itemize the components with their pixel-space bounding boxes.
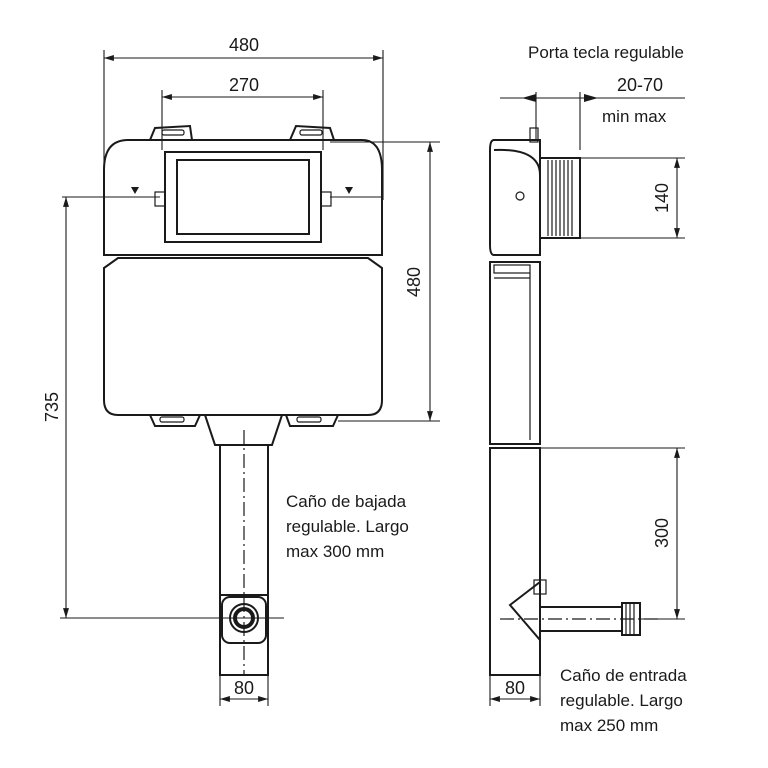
bottom-right-clip: [285, 414, 339, 427]
downpipe-outlet-body: [219, 595, 269, 676]
frame-left-tab: [154, 191, 166, 207]
downpipe-outlet-flange: [221, 596, 267, 644]
inlet-note-line-1: Caño de entrada: [560, 666, 687, 685]
bottom-left-clip: [149, 414, 201, 427]
top-right-clip-slot: [299, 129, 323, 136]
downpipe-note-line-1: Caño de bajada: [286, 492, 407, 511]
dim-pipe-width-side-label: 80: [505, 678, 525, 698]
frame-right-tab: [320, 191, 332, 207]
downpipe: [219, 444, 269, 596]
dim-tank-height-label: 480: [404, 267, 424, 297]
inlet-note-line-2: regulable. Largo: [560, 691, 683, 710]
bottom-right-clip-slot: [296, 416, 322, 423]
side-top-clip: [529, 127, 539, 143]
top-right-clip: [289, 124, 335, 141]
button-holder-body: [539, 157, 581, 239]
button-frame-outer: [164, 151, 322, 243]
level-marker-left: [131, 187, 139, 194]
button-holder-title: Porta tecla regulable: [528, 43, 684, 62]
dim-button-range-minmax: min max: [602, 107, 667, 126]
top-left-clip: [149, 124, 193, 141]
level-marker-right: [345, 187, 353, 194]
dim-button-height-label: 140: [652, 183, 672, 213]
top-left-clip-slot: [161, 129, 185, 136]
front-view: 480 270: [42, 35, 440, 706]
dim-total-width-label: 480: [229, 35, 259, 55]
dim-inner-width-label: 270: [229, 75, 259, 95]
side-downpipe: [489, 447, 541, 676]
side-tank-contour: [493, 148, 541, 176]
inlet-valve-body: [508, 579, 541, 643]
button-frame-inner: [176, 159, 310, 235]
bottom-left-clip-slot: [159, 416, 185, 423]
downpipe-note-line-3: max 300 mm: [286, 542, 384, 561]
downpipe-note-line-2: regulable. Largo: [286, 517, 409, 536]
side-tank-upper: [489, 139, 541, 256]
side-tank-rim: [493, 264, 531, 274]
tank-lower-body: [103, 257, 383, 416]
side-view: Porta tecla regulable 20-70 min max 140: [489, 43, 687, 735]
side-level-marker: [515, 191, 525, 201]
side-tank-lower: [489, 261, 541, 445]
inlet-valve-cap: [533, 579, 547, 595]
dim-pipe-width-front-label: 80: [234, 678, 254, 698]
dim-pipe-length-label: 300: [652, 518, 672, 548]
dim-button-range-label: 20-70: [617, 75, 663, 95]
dim-total-height-label: 735: [42, 392, 62, 422]
dim-arrow-max: [584, 94, 598, 102]
inlet-note-line-3: max 250 mm: [560, 716, 658, 735]
button-holder-ribs: [547, 160, 573, 236]
dim-arrow-min: [522, 94, 536, 102]
